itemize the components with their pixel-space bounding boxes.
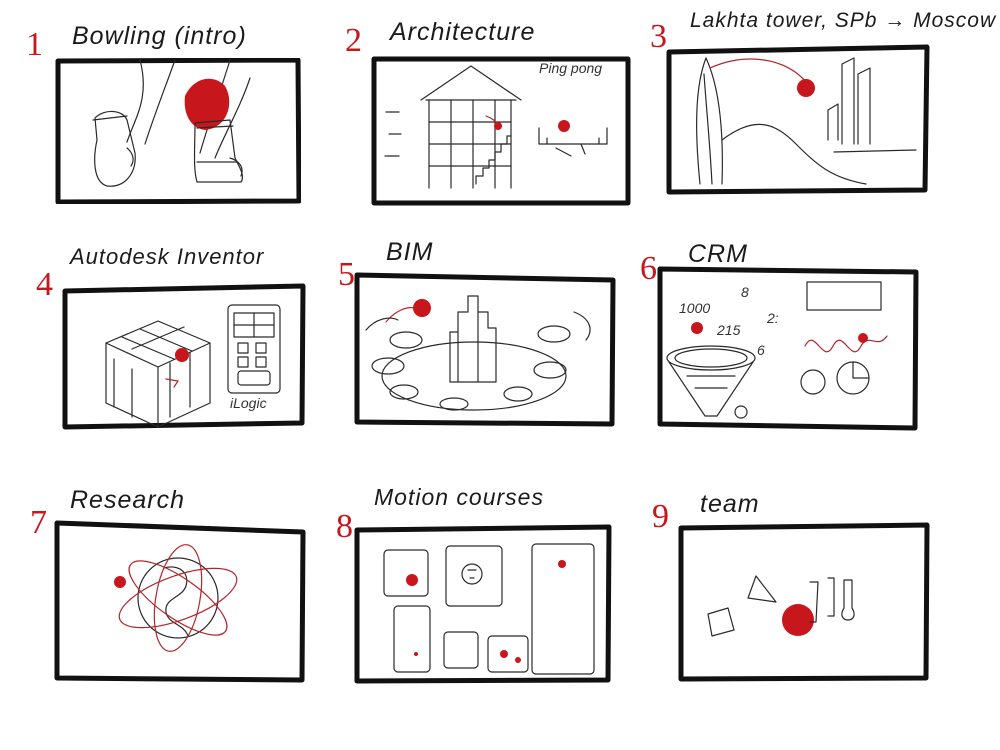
panel-6-note-8: 8 [741,284,749,300]
panel-7-frame [54,520,306,684]
panel-8-title: Motion courses [374,484,544,510]
panel-4-title: Autodesk Inventor [70,244,265,269]
panel-6-note-1000: 1000 [679,300,711,316]
panel-1-frame [55,58,301,204]
panel-3-number: 3 [650,18,667,55]
panel-7-number: 7 [30,504,47,541]
panel-6-title: CRM [688,240,748,268]
panel-9-title: team [700,490,760,518]
panel-6-frame: 1000 8 2: 215 6 [657,266,919,432]
panel-2-number: 2 [345,22,362,59]
panel-5-title: BIM [386,238,434,266]
panel-5-frame [354,272,616,428]
panel-1-title: Bowling (intro) [72,22,247,50]
panel-4-frame: iLogic [62,283,306,431]
panel-6-number: 6 [640,250,657,287]
panel-4-note: iLogic [230,395,267,411]
panel-2-note: Ping pong [539,60,603,76]
panel-3-title: Lakhta tower, SPb → Moscow [690,9,997,32]
panel-8-frame [354,524,612,684]
panel-9-frame [678,522,930,682]
panel-1-number: 1 [26,26,43,63]
panel-7-title: Research [70,486,185,514]
panel-6-note-6: 6 [757,342,765,358]
panel-2-frame: Ping pong [371,56,631,206]
panel-3-frame [666,44,930,196]
panel-4-number: 4 [36,266,53,303]
panel-9-number: 9 [652,498,669,535]
panel-5-number: 5 [338,256,355,293]
panel-2-title: Architecture [390,18,536,46]
panel-6-note-2: 2: [767,310,779,326]
panel-6-note-215: 215 [717,322,741,338]
panel-8-number: 8 [336,508,353,545]
